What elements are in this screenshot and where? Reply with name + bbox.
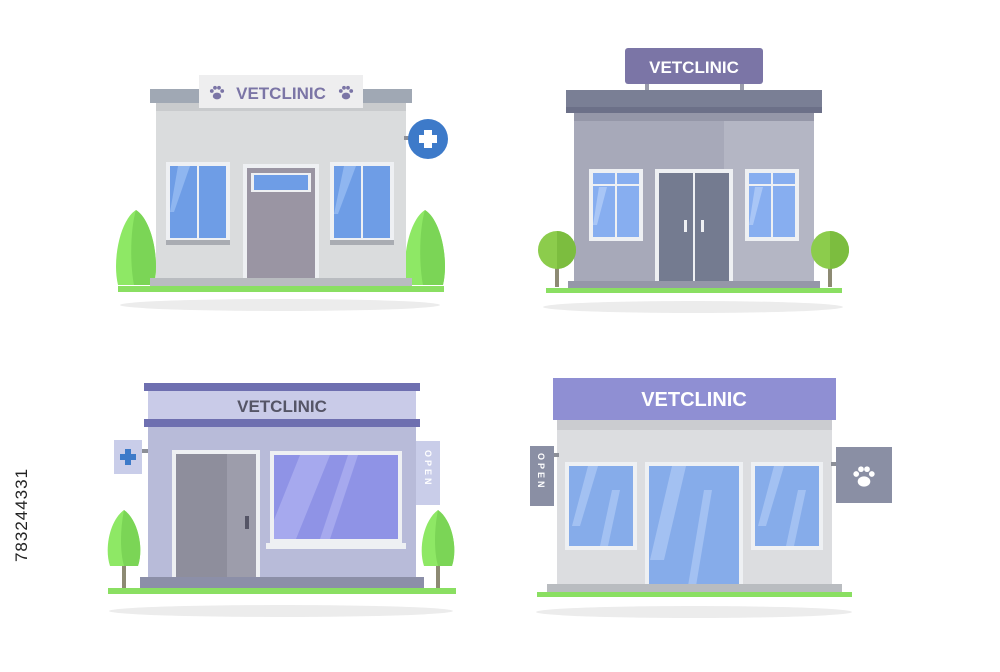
clinic-sign bbox=[553, 378, 836, 420]
roof bbox=[144, 383, 420, 391]
clinic-building-3: VETCLINIC OPEN bbox=[107, 383, 456, 617]
grass bbox=[108, 588, 456, 594]
step bbox=[547, 584, 842, 592]
sign-text: VETCLINIC bbox=[649, 58, 739, 77]
tree-left bbox=[538, 231, 576, 287]
window-left bbox=[589, 169, 643, 241]
cross-sign bbox=[404, 119, 448, 159]
clinic-building-4: VETCLINIC OPEN bbox=[530, 378, 892, 618]
open-sign-text: OPEN bbox=[423, 450, 433, 488]
paw-sign bbox=[831, 447, 892, 503]
ground-shadow bbox=[109, 605, 453, 617]
window-right bbox=[745, 169, 799, 241]
clinic-building-2: VETCLINIC bbox=[538, 48, 849, 313]
tree-left bbox=[116, 210, 156, 285]
stock-id-text: 783244331 bbox=[12, 467, 31, 563]
step bbox=[150, 278, 412, 286]
tree-right bbox=[405, 210, 445, 285]
clinic-sign bbox=[148, 391, 416, 419]
window-left bbox=[166, 162, 230, 245]
open-sign: OPEN bbox=[416, 441, 440, 505]
open-sign-text: OPEN bbox=[536, 453, 546, 491]
door bbox=[172, 450, 260, 580]
roof bbox=[566, 90, 822, 110]
tree-left bbox=[107, 510, 141, 588]
sign-text: VETCLINIC bbox=[237, 397, 327, 416]
clinic-sign bbox=[625, 48, 763, 84]
window bbox=[266, 451, 406, 549]
sign-text: VETCLINIC bbox=[641, 389, 747, 411]
ground-shadow bbox=[120, 299, 440, 311]
door bbox=[243, 164, 319, 282]
clinic-sign bbox=[199, 75, 363, 108]
open-sign: OPEN bbox=[530, 446, 559, 506]
ground-shadow bbox=[536, 606, 852, 618]
step bbox=[140, 577, 424, 588]
grass bbox=[537, 592, 852, 597]
double-door bbox=[655, 169, 733, 281]
grass bbox=[546, 288, 842, 293]
window-right bbox=[751, 462, 823, 550]
window-right bbox=[330, 162, 394, 245]
grass bbox=[118, 286, 444, 292]
sign-text: VETCLINIC bbox=[236, 84, 326, 103]
tree-right bbox=[421, 510, 455, 588]
ground-shadow bbox=[543, 301, 843, 313]
clinic-building-1: VETCLINIC bbox=[116, 75, 448, 311]
step bbox=[568, 281, 820, 288]
glass-door bbox=[645, 462, 743, 586]
window-left bbox=[565, 462, 637, 550]
cross-sign bbox=[114, 440, 148, 474]
stock-id-watermark: 783244331 bbox=[2, 430, 42, 600]
tree-right bbox=[811, 231, 849, 287]
